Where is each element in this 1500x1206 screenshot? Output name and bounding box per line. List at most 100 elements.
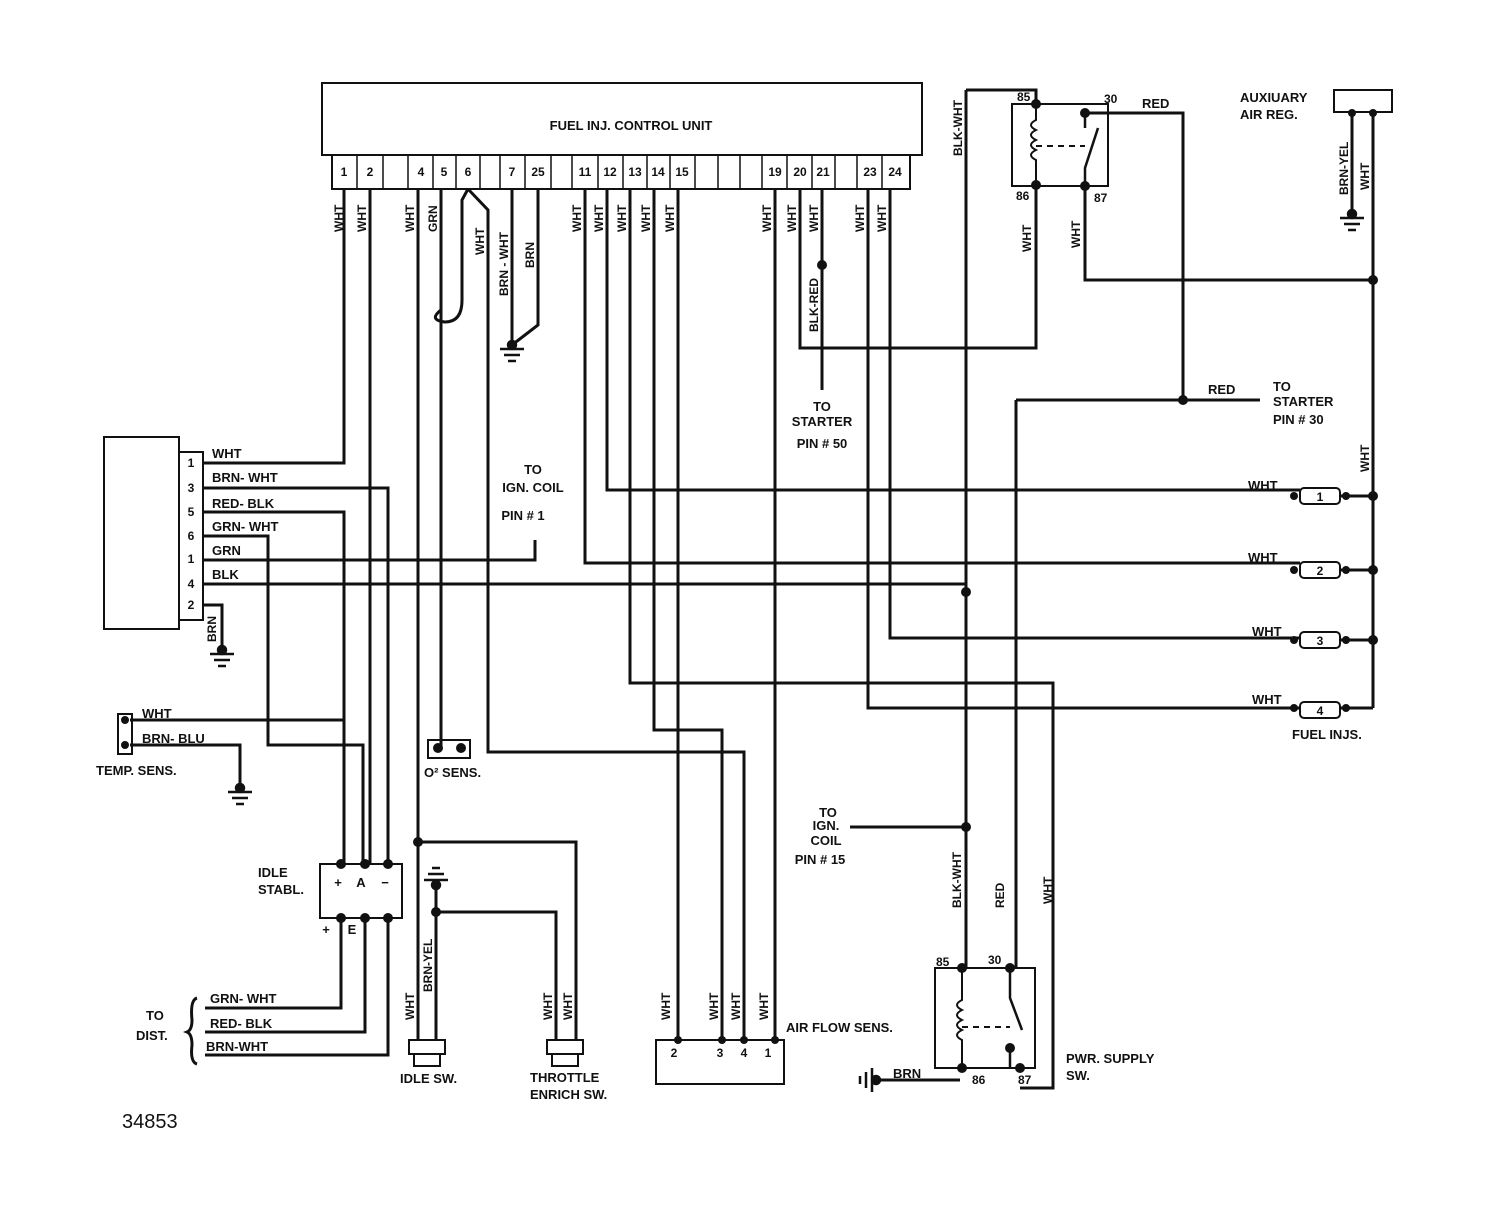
wire-pin12	[605, 189, 1300, 492]
wire-label-pin4: WHT	[403, 204, 417, 232]
switch-contact-icon	[1083, 113, 1100, 186]
main-relay-30: 30	[1104, 92, 1118, 106]
o2-sensor: O² SENS.	[424, 739, 481, 780]
wire-grn	[203, 540, 537, 562]
starter50-line3: PIN # 50	[797, 436, 848, 451]
throttle-enrich-switch: WHT WHT THROTTLE ENRICH SW.	[530, 992, 607, 1102]
wire-pin23	[866, 189, 1300, 710]
wire-main-relay-87	[1083, 186, 1373, 282]
auxiliary-air-regulator: AUXIUARY AIR REG. BRN-YEL WHT WHT	[1240, 89, 1393, 472]
wire-throttle-a	[418, 840, 578, 1040]
injector-4: 4 WHT	[1252, 692, 1350, 719]
coil-icon	[956, 968, 965, 1068]
wire-pin11	[583, 189, 1300, 565]
dist-wire-wht: WHT	[212, 446, 242, 461]
termination-labels: TO IGN. COIL PIN # 1 TO STARTER PIN # 50…	[501, 379, 1334, 867]
wire-pwr-30-red	[1014, 398, 1183, 968]
idle-sw-label: IDLE SW.	[400, 1071, 457, 1086]
ecu-pin-13: 13	[628, 165, 642, 179]
wire-label-blk-red: BLK-RED	[807, 278, 821, 332]
afs-pin-4: 4	[741, 1046, 748, 1060]
aux-air-reg-line1: AUXIUARY	[1240, 90, 1308, 105]
ground-symbols	[210, 208, 1364, 1092]
wire-dist-ground	[203, 603, 224, 650]
injector-1-number: 1	[1317, 490, 1324, 504]
wire-label-pin25: BRN	[523, 242, 537, 268]
idle-stab-e: E	[348, 922, 357, 937]
wire-pin6	[466, 187, 746, 1040]
wire-label-pin7: BRN - WHT	[497, 231, 511, 296]
wire-brn-wht	[203, 486, 390, 864]
dist-pin-6: 6	[188, 529, 195, 543]
main-relay-wire-red: RED	[1142, 96, 1169, 111]
starter30-line3: PIN # 30	[1273, 412, 1324, 427]
ecu-pin-11: 11	[579, 165, 592, 179]
ign-coil-15-line4: PIN # 15	[795, 852, 846, 867]
ecu-pin-6: 6	[465, 165, 472, 179]
injector-2: 2 WHT	[1248, 550, 1350, 579]
ground-icon	[858, 1068, 882, 1092]
wire-injector-bus-taps	[1340, 494, 1373, 710]
aux-air-reg-line2: AIR REG.	[1240, 107, 1298, 122]
temp-wire-wht: WHT	[142, 706, 172, 721]
ecu-pin-5: 5	[441, 165, 448, 179]
wire-pin14	[652, 189, 724, 1040]
throttle-sw-line2: ENRICH SW.	[530, 1087, 607, 1102]
wire-network	[130, 88, 1375, 1090]
junction-dots	[413, 260, 1378, 917]
wire-label-pin11: WHT	[570, 204, 584, 232]
afs-wire-4: WHT	[757, 992, 771, 1020]
idle-stabl-line1: IDLE	[258, 865, 288, 880]
pwr-relay-85: 85	[936, 955, 950, 969]
coil-icon	[1030, 104, 1039, 185]
ign-coil-pin1-line2: IGN. COIL	[502, 480, 563, 495]
main-relay-85: 85	[1017, 90, 1031, 104]
starter30-line1: TO	[1273, 379, 1291, 394]
ign-coil-15-line1: TO	[819, 805, 837, 820]
afs-pin-1: 1	[765, 1046, 772, 1060]
ground-icon	[500, 339, 524, 363]
injector-3-number: 3	[1317, 634, 1324, 648]
dist-wire-label-grn-wht: GRN- WHT	[210, 991, 276, 1006]
wire-main-relay-30	[1085, 111, 1260, 402]
ground-icon	[1340, 208, 1364, 232]
main-relay: 85 30 86 87 BLK-WHT RED WHT WHT	[951, 90, 1169, 252]
injector-1-wire: WHT	[1248, 478, 1278, 493]
to-distributor: TO DIST. GRN- WHT RED- BLK BRN-WHT	[136, 991, 276, 1066]
afs-wire-1: WHT	[659, 992, 673, 1020]
air-flow-sens-label: AIR FLOW SENS.	[786, 1020, 893, 1035]
idle-sw-wire-wht: WHT	[403, 992, 417, 1020]
injector-3-wire: WHT	[1252, 624, 1282, 639]
afs-pin-2: 2	[671, 1046, 678, 1060]
wire-pin24	[888, 189, 1300, 640]
ign-coil-pin1-line3: PIN # 1	[501, 508, 544, 523]
dist-pin-1a: 1	[188, 456, 195, 470]
idle-stabilizer: + A − + E IDLE STABL.	[258, 859, 403, 937]
wire-throttle-b	[436, 910, 558, 1040]
wire-dist-brn-wht	[205, 918, 390, 1057]
ground-icon	[424, 866, 448, 891]
dist-pin-2: 2	[188, 598, 195, 612]
idle-stabl-line2: STABL.	[258, 882, 304, 897]
throttle-sw-line1: THROTTLE	[530, 1070, 600, 1085]
pwr-supply-sw-line2: SW.	[1066, 1068, 1090, 1083]
pwr-wire-red: RED	[993, 882, 1007, 908]
wire-label-pin23: WHT	[853, 204, 867, 232]
ign-coil-pin1-line1: TO	[524, 462, 542, 477]
wire-pin20	[798, 185, 1038, 350]
main-relay-87: 87	[1094, 191, 1108, 205]
ecu-pin-24: 24	[888, 165, 902, 179]
injector-3: 3 WHT	[1252, 624, 1350, 649]
dist-pin-4: 4	[188, 577, 195, 591]
dist-pin-5: 5	[188, 505, 195, 519]
wire-red-blk	[203, 510, 346, 864]
temp-sensor: WHT BRN- BLU TEMP. SENS.	[96, 706, 205, 778]
injector-2-number: 2	[1317, 564, 1324, 578]
pwr-ground-brn: BRN	[893, 1066, 921, 1081]
injector-1: 1 WHT	[1248, 478, 1350, 505]
main-relay-wire-blk-wht: BLK-WHT	[951, 99, 965, 156]
ecu-pin-14: 14	[651, 165, 665, 179]
dist-ground-brn: BRN	[205, 616, 219, 642]
fuel-injection-control-unit: FUEL INJ. CONTROL UNIT 1 2 4 5 6 7 25 11…	[321, 82, 923, 190]
